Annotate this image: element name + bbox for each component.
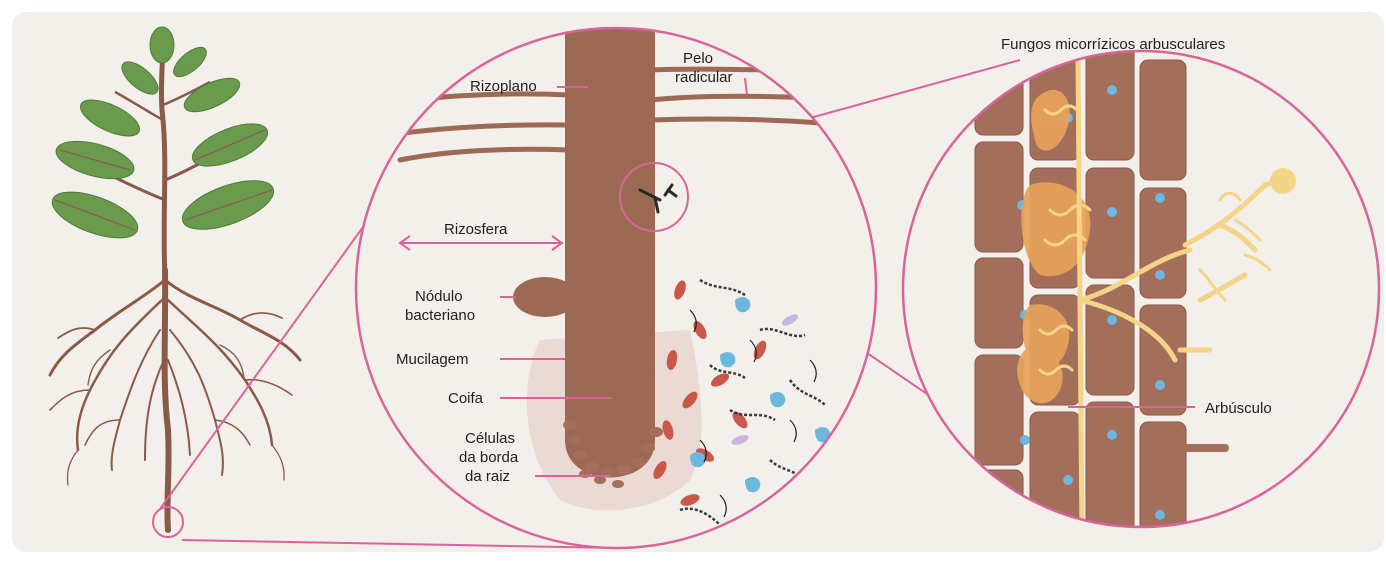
label-rizosfera: Rizosfera	[444, 221, 508, 238]
label-rizoplano: Rizoplano	[470, 78, 537, 95]
label-nodulo-line1: Nódulo	[415, 288, 463, 305]
label-fungos-title: Fungos micorrízicos arbusculares	[1001, 36, 1225, 53]
label-coifa: Coifa	[448, 390, 484, 407]
label-celulas-line1: Células	[465, 430, 515, 447]
label-celulas-line2: da borda	[459, 449, 519, 466]
label-arbusculo: Arbúsculo	[1205, 400, 1272, 417]
label-nodulo-line2: bacteriano	[405, 307, 475, 324]
label-celulas-line3: da raiz	[465, 468, 510, 485]
label-pelo-radicular-line1: Pelo	[683, 50, 713, 67]
label-mucilagem: Mucilagem	[396, 351, 469, 368]
label-pelo-radicular-line2: radicular	[675, 69, 733, 86]
